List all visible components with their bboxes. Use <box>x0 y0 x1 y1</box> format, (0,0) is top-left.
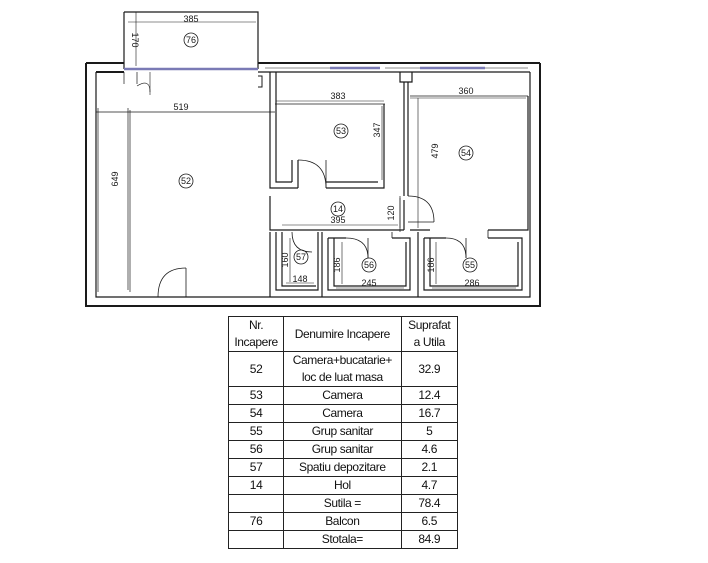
header-usable-area: Suprafat a Utila <box>400 316 459 352</box>
dimension-lines <box>276 97 526 289</box>
table-header-row: Nr. Incapere Denumire Incapere Suprafat … <box>227 316 459 352</box>
room-number-cell: 57 <box>227 458 285 477</box>
room-area-cell: 2.1 <box>400 458 459 477</box>
usable-area-total-value: 78.4 <box>400 494 459 513</box>
room-name-cell: Spatiu depozitare <box>283 458 402 477</box>
room-name-cell: Camera <box>283 404 402 423</box>
room-areas-table: Nr. Incapere Denumire Incapere Suprafat … <box>227 316 459 549</box>
header-room-number-line1: Nr. <box>249 318 264 332</box>
room-name-line2: loc de luat masa <box>301 370 383 384</box>
table-row: 52 Camera+bucatarie+ loc de luat masa 32… <box>227 351 459 387</box>
room-57-label: 57 <box>296 252 306 262</box>
room-53-marker <box>333 123 349 139</box>
doors <box>157 159 489 298</box>
room-name-cell: Camera+bucatarie+ loc de luat masa <box>283 351 402 387</box>
room-area-cell: 5 <box>400 422 459 441</box>
room-56-label: 56 <box>364 260 374 270</box>
room-54-label: 54 <box>461 148 471 158</box>
dim-hall-height: 120 <box>386 205 396 220</box>
room-areas-table-wrap: Nr. Incapere Denumire Incapere Suprafat … <box>227 316 459 549</box>
table-row: 14 Hol 4.7 <box>227 476 459 495</box>
dim-room55-width: 286 <box>464 278 479 288</box>
room-name-cell: Grup sanitar <box>283 440 402 459</box>
dim-room53-height: 347 <box>372 122 382 137</box>
room-57-marker <box>293 249 309 265</box>
usable-area-total-row: Sutila = 78.4 <box>227 494 459 513</box>
header-usable-area-line2: a Utila <box>413 335 446 349</box>
room-number-cell: 55 <box>227 422 285 441</box>
room-52-label: 52 <box>181 176 191 186</box>
table-row: 56 Grup sanitar 4.6 <box>227 440 459 459</box>
dim-room54-height: 479 <box>430 143 440 158</box>
room-name-cell: Hol <box>283 476 402 495</box>
hall-marker <box>330 201 346 217</box>
dim-room53-width: 383 <box>330 91 345 101</box>
room-number-cell: 53 <box>227 386 285 405</box>
balcony-row: 76 Balcon 6.5 <box>227 512 459 531</box>
table-row: 54 Camera 16.7 <box>227 404 459 423</box>
dim-hall-width: 395 <box>330 215 345 225</box>
total-area-value: 84.9 <box>400 530 459 549</box>
room-number-cell: 14 <box>227 476 285 495</box>
room-area-cell: 4.6 <box>400 440 459 459</box>
room-number-cell: 56 <box>227 440 285 459</box>
empty-cell <box>227 530 285 549</box>
balcony-marker <box>183 32 199 48</box>
dim-room57-width: 148 <box>292 274 307 284</box>
dim-room52-height: 649 <box>110 171 120 186</box>
room-name-cell: Balcon <box>283 512 402 531</box>
total-area-label: Stotala= <box>283 530 402 549</box>
room-name-cell: Grup sanitar <box>283 422 402 441</box>
room-52-lines <box>96 72 275 292</box>
header-usable-area-line1: Suprafat <box>408 318 451 332</box>
balcony <box>123 11 263 88</box>
dim-balcony-depth: 170 <box>130 32 140 47</box>
room-54-marker <box>458 145 474 161</box>
room-53-label: 53 <box>336 126 346 136</box>
table-row: 57 Spatiu depozitare 2.1 <box>227 458 459 477</box>
header-room-name: Denumire Incapere <box>283 316 402 352</box>
header-room-number-line2: Incapere <box>234 335 278 349</box>
room-area-cell: 32.9 <box>400 351 459 387</box>
room-name-line1: Camera+bucatarie+ <box>292 353 393 367</box>
dim-room56-height: 186 <box>332 257 342 272</box>
hall-label: 14 <box>333 204 343 214</box>
table-row: 55 Grup sanitar 5 <box>227 422 459 441</box>
outer-walls <box>85 62 541 307</box>
room-55-marker <box>462 257 478 273</box>
usable-area-total-label: Sutila = <box>283 494 402 513</box>
room-area-cell: 4.7 <box>400 476 459 495</box>
room-name-cell: Camera <box>283 386 402 405</box>
empty-cell <box>227 494 285 513</box>
dim-room55-height: 186 <box>426 257 436 272</box>
room-55-label: 55 <box>465 260 475 270</box>
balcony-label: 76 <box>186 35 196 45</box>
room-56-marker <box>361 257 377 273</box>
room-area-cell: 12.4 <box>400 386 459 405</box>
total-area-row: Stotala= 84.9 <box>227 530 459 549</box>
room-number-cell: 52 <box>227 351 285 387</box>
room-number-cell: 76 <box>227 512 285 531</box>
header-room-number: Nr. Incapere <box>227 316 285 352</box>
dim-balcony-width: 385 <box>183 14 198 24</box>
room-area-cell: 6.5 <box>400 512 459 531</box>
dim-room57-height: 160 <box>280 252 290 267</box>
table-row: 53 Camera 12.4 <box>227 386 459 405</box>
dim-room52-width: 519 <box>173 102 188 112</box>
room-52-marker <box>178 173 194 189</box>
dim-room56-width: 245 <box>361 278 376 288</box>
room-area-cell: 16.7 <box>400 404 459 423</box>
dim-room54-width: 360 <box>458 86 473 96</box>
floor-plan: 52 53 54 76 14 57 56 55 385 170 519 649 … <box>85 11 541 307</box>
room-number-cell: 54 <box>227 404 285 423</box>
interior-walls <box>269 72 529 297</box>
